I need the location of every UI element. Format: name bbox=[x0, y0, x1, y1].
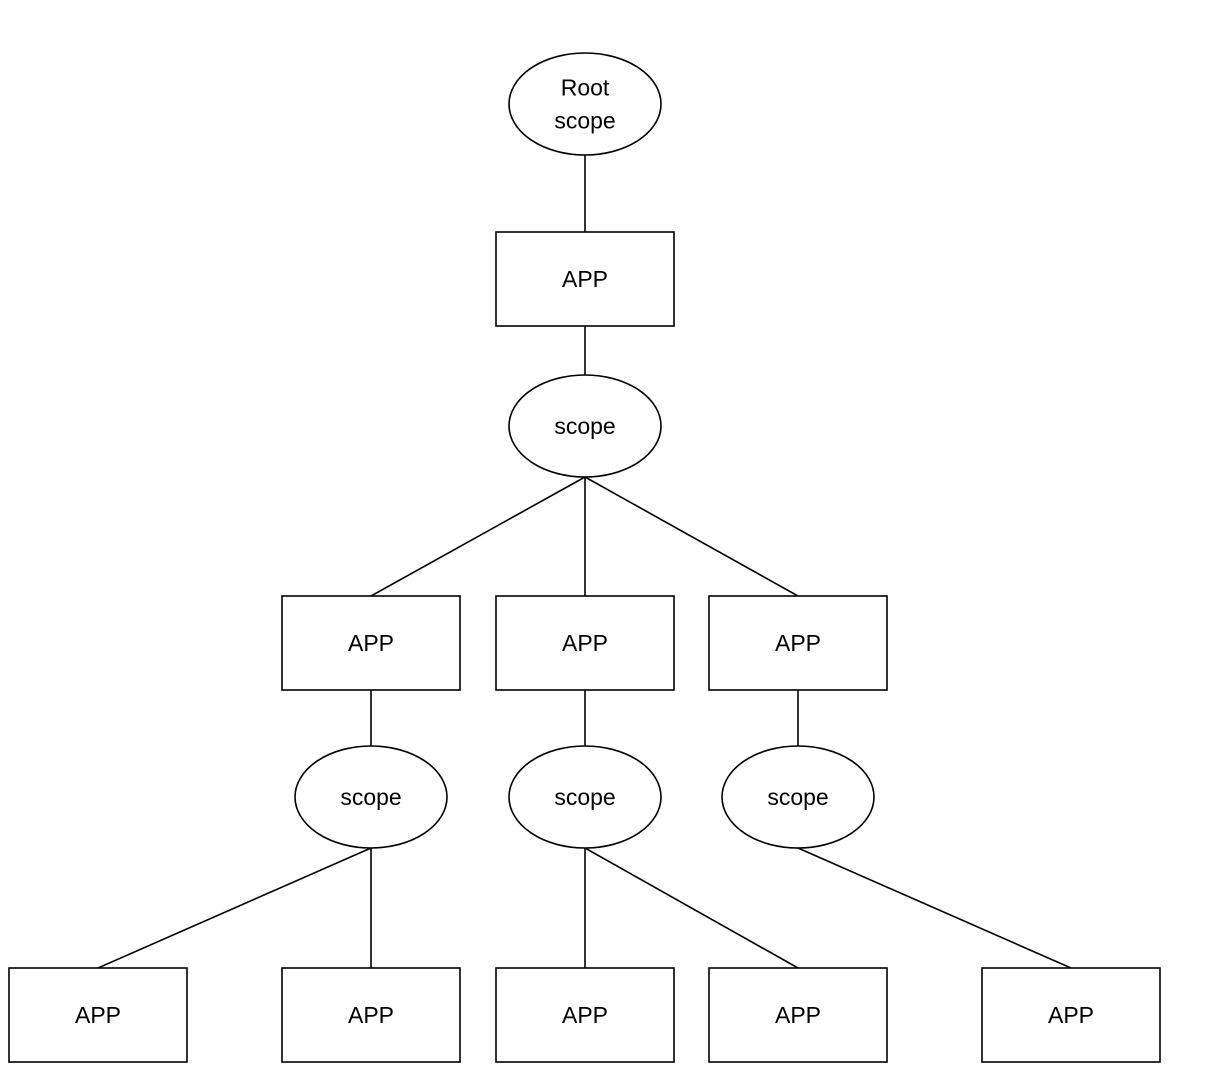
node-scope-2c: scope bbox=[721, 745, 875, 849]
app-box bbox=[708, 967, 888, 1063]
node-app-3e: APP bbox=[981, 967, 1161, 1063]
node-scope-2a: scope bbox=[294, 745, 448, 849]
node-label: scope bbox=[767, 784, 828, 810]
app-box bbox=[495, 231, 675, 327]
app-box bbox=[495, 595, 675, 691]
scope-ellipse bbox=[508, 374, 662, 478]
scope-ellipse bbox=[294, 745, 448, 849]
node-label: APP bbox=[75, 1002, 121, 1028]
app-box bbox=[981, 967, 1161, 1063]
node-app-3a: APP bbox=[8, 967, 188, 1063]
node-label: APP bbox=[1048, 1002, 1094, 1028]
node-label: APP bbox=[562, 1002, 608, 1028]
node-label: Root bbox=[561, 75, 610, 101]
node-label: APP bbox=[348, 1002, 394, 1028]
node-app-2b: APP bbox=[495, 595, 675, 691]
edges-layer bbox=[97, 155, 1072, 969]
node-app-3c: APP bbox=[495, 967, 675, 1063]
node-label: scope bbox=[340, 784, 401, 810]
edge-scope-1-to-app-2c bbox=[584, 476, 799, 597]
node-label: APP bbox=[562, 266, 608, 292]
node-app-3b: APP bbox=[281, 967, 461, 1063]
app-box bbox=[708, 595, 888, 691]
app-box bbox=[8, 967, 188, 1063]
node-app-3d: APP bbox=[708, 967, 888, 1063]
node-scope-2b: scope bbox=[508, 745, 662, 849]
node-label: APP bbox=[775, 630, 821, 656]
edge-scope-1-to-app-2a bbox=[370, 476, 586, 597]
edge-scope-2b-to-app-3d bbox=[584, 847, 799, 969]
node-app-2c: APP bbox=[708, 595, 888, 691]
node-scope-1: scope bbox=[508, 374, 662, 478]
scope-ellipse bbox=[508, 52, 662, 156]
scope-ellipse bbox=[721, 745, 875, 849]
node-root-scope: Root scope bbox=[508, 52, 662, 156]
edge-scope-2a-to-app-3a bbox=[97, 847, 372, 969]
node-label: scope bbox=[554, 784, 615, 810]
node-label: scope bbox=[554, 413, 615, 439]
node-app-1: APP bbox=[495, 231, 675, 327]
edge-scope-2c-to-app-3e bbox=[797, 847, 1072, 969]
app-box bbox=[281, 967, 461, 1063]
node-label: APP bbox=[775, 1002, 821, 1028]
node-label: APP bbox=[348, 630, 394, 656]
app-box bbox=[495, 967, 675, 1063]
app-box bbox=[281, 595, 461, 691]
node-app-2a: APP bbox=[281, 595, 461, 691]
scope-ellipse bbox=[508, 745, 662, 849]
node-label: scope bbox=[554, 108, 615, 134]
node-label: APP bbox=[562, 630, 608, 656]
